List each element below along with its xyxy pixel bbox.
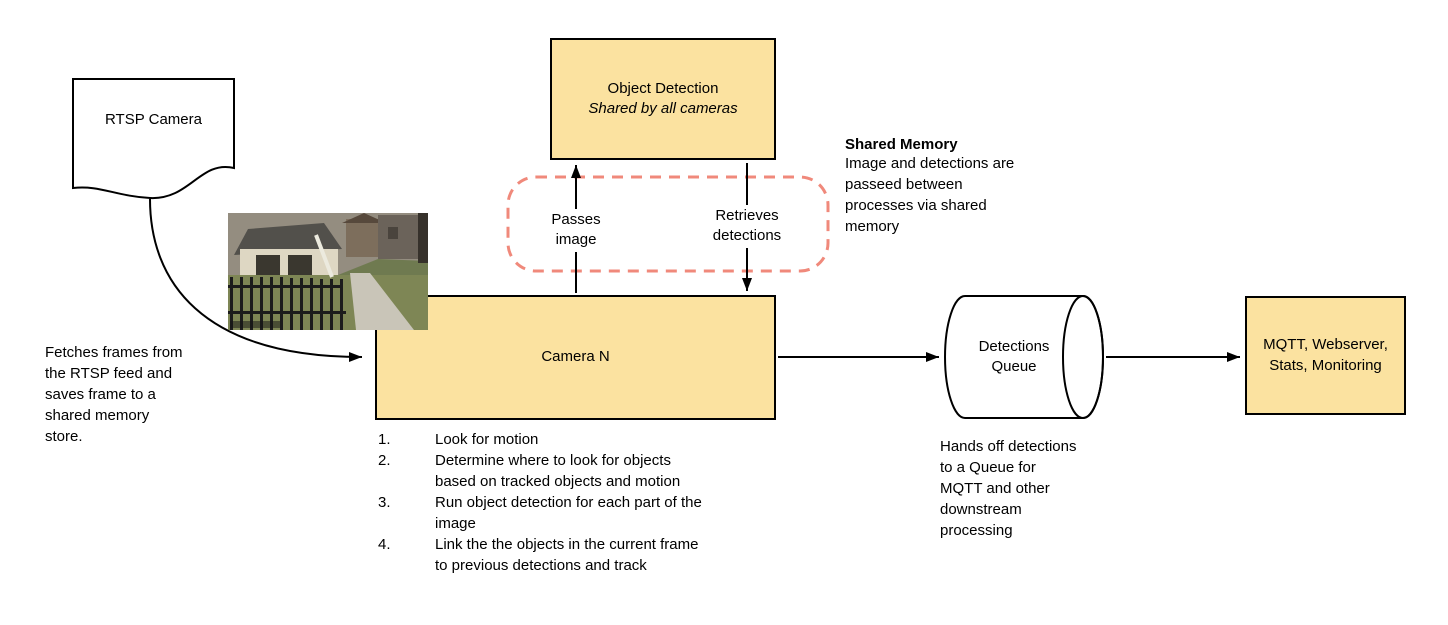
step-text: Look for motion — [435, 431, 539, 448]
step-text: Run object detection for each part of th… — [435, 494, 702, 532]
step-number: 2. — [378, 452, 391, 469]
object-detection-title: Object Detection — [607, 79, 719, 97]
object-detection-subtitle: Shared by all cameras — [588, 100, 738, 117]
step-text: Determine where to look for objects base… — [435, 452, 681, 490]
step-number: 1. — [378, 431, 391, 448]
camera-step: 3. Run object detection for each part of… — [378, 492, 758, 534]
retrieves-detections-label: Retrieves detections — [692, 205, 802, 248]
camera-step: 2. Determine where to look for objects b… — [378, 450, 758, 492]
shared-memory-boundary — [506, 175, 830, 273]
object-detection-node: Object Detection Shared by all cameras — [550, 38, 776, 160]
camera-step: 1. Look for motion — [378, 429, 758, 450]
detections-queue-shape — [944, 295, 1104, 419]
fence — [228, 277, 346, 330]
passes-image-label: Passes image — [521, 209, 631, 252]
step-number: 3. — [378, 494, 391, 511]
camera-step: 4. Link the the objects in the current f… — [378, 534, 758, 576]
camera-snapshot — [228, 213, 428, 330]
camera-steps-list: 1. Look for motion 2. Determine where to… — [378, 429, 758, 576]
rtsp-camera-shape — [72, 78, 235, 200]
rtsp-camera-label: RTSP Camera — [105, 110, 202, 128]
step-text: Link the the objects in the current fram… — [435, 536, 699, 574]
queue-note: Hands off detections to a Queue for MQTT… — [940, 438, 1077, 539]
outputs-node: MQTT, Webserver, Stats, Monitoring — [1245, 296, 1406, 415]
fetch-note: Fetches frames from the RTSP feed and sa… — [45, 344, 183, 445]
camera-snapshot-image — [228, 213, 428, 330]
timestamp-overlay — [230, 321, 280, 328]
shared-memory-body: Image and detections are passeed between… — [845, 155, 1015, 235]
shared-memory-note: Shared Memory Image and detections are p… — [845, 136, 1065, 237]
shared-memory-title: Shared Memory — [845, 136, 958, 153]
camera-n-label: Camera N — [541, 348, 610, 366]
camera-n-node: Camera N — [375, 295, 776, 420]
arrow-rtsp-to-camera — [149, 198, 363, 362]
outputs-label: MQTT, Webserver, Stats, Monitoring — [1263, 336, 1388, 374]
detections-queue-label: Detections Queue — [978, 337, 1050, 375]
shed-roof — [234, 223, 342, 255]
step-number: 4. — [378, 536, 391, 553]
